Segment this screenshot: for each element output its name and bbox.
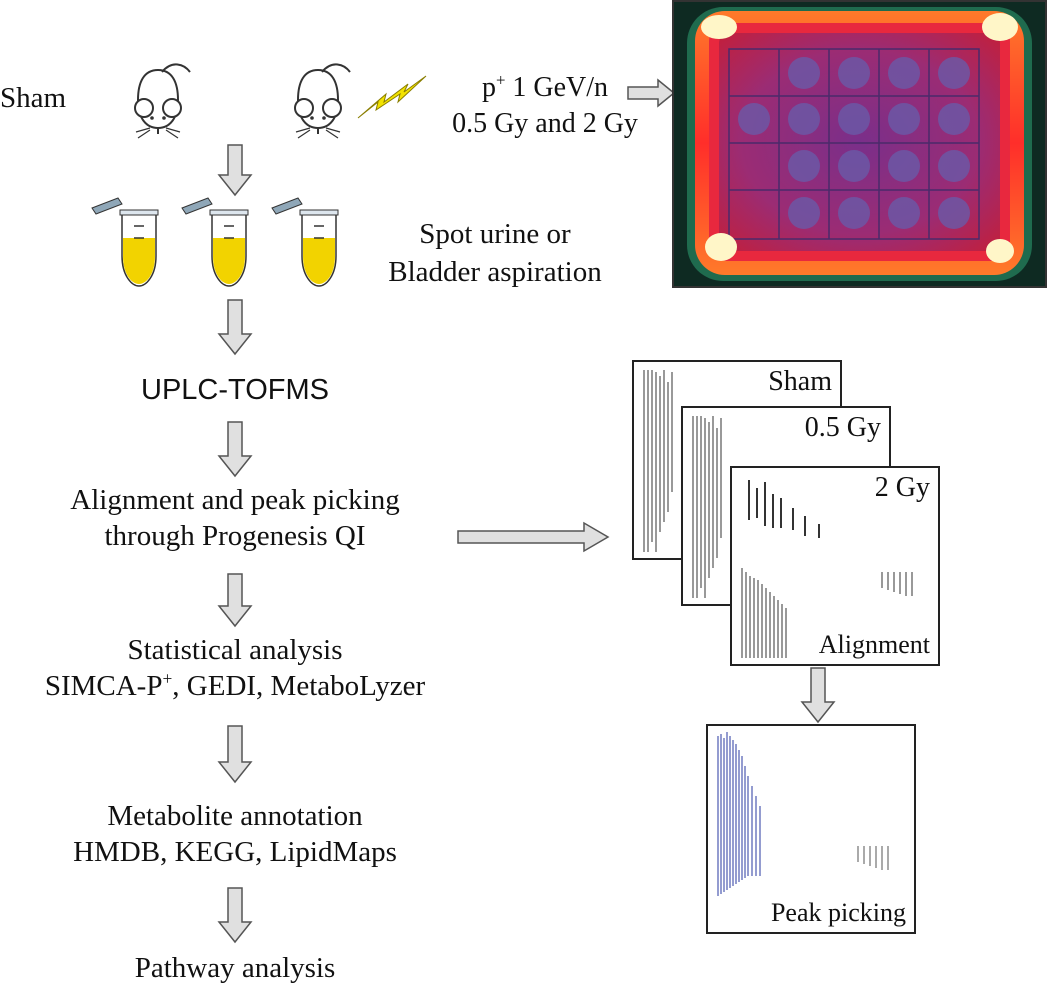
spectrum-plot-2gy (741, 480, 913, 658)
step-annotation: Metabolite annotation HMDB, KEGG, LipidM… (40, 798, 430, 870)
urine-tube-icon-3 (271, 197, 339, 287)
step-pathway: Pathway analysis (134, 952, 336, 984)
spectrum-peak-picking-label: Peak picking (770, 898, 906, 927)
urine-tube-icon-2 (181, 197, 249, 287)
step-statistics-line1: Statistical analysis (127, 634, 343, 666)
mouse-icon-sham (134, 63, 191, 139)
spectrum-title-sham: Sham (768, 366, 832, 397)
collection-label: Spot urine or Bladder aspiration (370, 216, 620, 290)
simca-sup: + (162, 668, 173, 689)
arrow-to-image (627, 78, 676, 108)
spectrum-plot-05gy (692, 416, 722, 598)
step-annotation-line2: HMDB, KEGG, LipidMaps (73, 836, 397, 868)
flow-arrow-4 (217, 573, 253, 628)
dose-line1-sup: + (495, 70, 506, 90)
collection-line2: Bladder aspiration (388, 256, 602, 288)
flow-arrow-5 (217, 725, 253, 784)
step-alignment: Alignment and peak picking through Proge… (30, 482, 440, 554)
radiation-dose-image (672, 0, 1047, 288)
stats-tools-text: , GEDI, MetaboLyzer (172, 670, 426, 702)
step-statistics: Statistical analysis SIMCA-P+, GEDI, Met… (10, 632, 460, 704)
urine-tube-icon-1 (91, 197, 159, 287)
sham-label: Sham (0, 82, 67, 114)
step-alignment-line1: Alignment and peak picking (70, 484, 400, 516)
flow-arrow-6 (217, 887, 253, 944)
dose-label: p+ 1 GeV/n 0.5 Gy and 2 Gy (430, 70, 660, 142)
spectrum-panel-peak-picking: Peak picking (706, 724, 916, 934)
step-uplc: UPLC-TOFMS (141, 374, 329, 406)
dose-line1-prefix: p (481, 72, 496, 103)
step-annotation-line1: Metabolite annotation (107, 800, 363, 832)
flow-arrow-to-spectra (457, 521, 610, 553)
dose-line1-suffix: 1 GeV/n (505, 72, 609, 103)
spectrum-panel-2gy: 2 Gy Alignment (730, 466, 940, 666)
flow-arrow-to-peak-picking (800, 667, 836, 724)
simca-text: SIMCA-P (44, 670, 163, 702)
spectrum-plot-peak-picking (717, 732, 889, 896)
spectrum-alignment-label: Alignment (818, 630, 930, 659)
flow-arrow-1 (217, 144, 253, 197)
flow-arrow-2 (217, 299, 253, 356)
dose-line2: 0.5 Gy and 2 Gy (452, 108, 638, 139)
spectrum-title-2gy: 2 Gy (874, 472, 930, 503)
flow-arrow-3 (217, 421, 253, 478)
lightning-bolt-icon (357, 75, 427, 119)
mouse-icon-irradiated (294, 63, 351, 139)
step-alignment-line2: through Progenesis QI (104, 520, 366, 552)
step-statistics-line2: SIMCA-P+, GEDI, MetaboLyzer (10, 668, 460, 704)
collection-line1: Spot urine or (419, 218, 571, 250)
spectrum-title-05gy: 0.5 Gy (804, 412, 881, 443)
spectrum-plot-sham (643, 370, 673, 552)
